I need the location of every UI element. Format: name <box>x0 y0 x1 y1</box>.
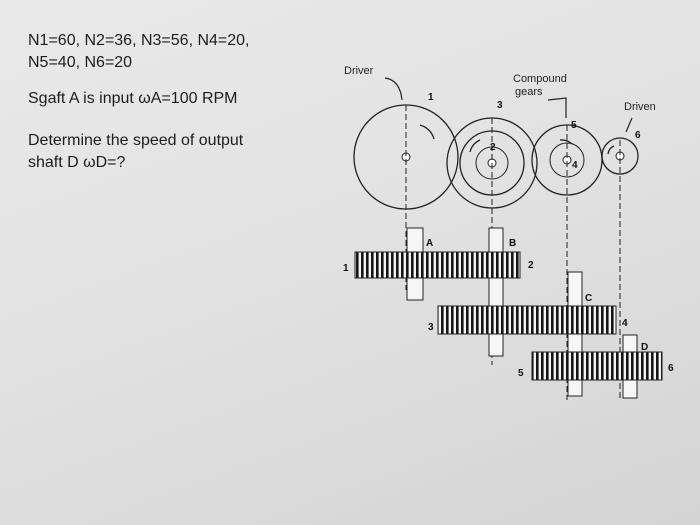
side-number-3: 3 <box>428 322 434 333</box>
driven-arrow-icon <box>625 117 633 133</box>
gear-row-1-2 <box>354 251 521 279</box>
compound-label: Compound <box>513 73 567 85</box>
rotation-arrow-1-icon <box>419 124 435 140</box>
shaft-label-a: A <box>426 238 433 249</box>
problem-statement: N1=60, N2=36, N3=56, N4=20, N5=40, N6=20… <box>28 30 328 174</box>
driven-label: Driven <box>624 101 656 113</box>
shaft-label-c: C <box>585 293 592 304</box>
side-number-4: 4 <box>622 318 628 329</box>
gear-number-3: 3 <box>497 100 503 111</box>
gear-teeth-line-2: N5=40, N6=20 <box>28 54 133 71</box>
side-number-1: 1 <box>343 263 349 274</box>
driver-label: Driver <box>344 65 374 77</box>
gear-number-4: 4 <box>572 160 578 171</box>
compound-arrow-icon <box>547 97 567 118</box>
gear-row-3-4 <box>437 305 617 335</box>
shaft-label-d: D <box>641 342 648 353</box>
gear-row-5-6 <box>531 351 663 381</box>
question-line-1: Determine the speed of output <box>28 132 244 149</box>
driver-arrow-icon <box>384 77 403 101</box>
gear-1-circle <box>353 104 459 210</box>
input-speed-text: Sgaft A is input ωA=100 RPM <box>28 90 238 107</box>
rotation-arrow-4-icon <box>607 145 615 155</box>
gear-number-5: 5 <box>571 120 577 131</box>
side-number-2: 2 <box>528 260 534 271</box>
side-number-6: 6 <box>668 363 674 374</box>
gear-number-6: 6 <box>635 130 641 141</box>
gears-label: gears <box>515 86 543 98</box>
rotation-arrow-3-icon <box>559 139 573 145</box>
gear-number-1: 1 <box>428 92 434 103</box>
side-number-5: 5 <box>518 368 524 379</box>
rotation-arrow-2-icon <box>469 139 481 153</box>
shaft-label-b: B <box>509 238 516 249</box>
question-line-2: shaft D ωD=? <box>28 154 126 171</box>
gear-number-2: 2 <box>490 142 496 153</box>
gear-teeth-line-1: N1=60, N2=36, N3=56, N4=20, <box>28 32 250 49</box>
